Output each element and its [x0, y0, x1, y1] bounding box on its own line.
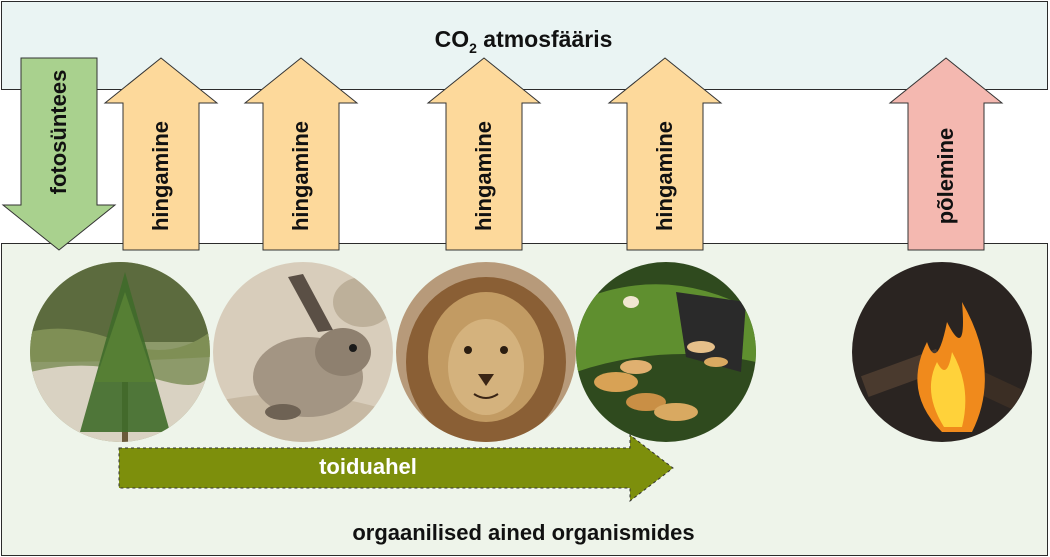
- respiration-label: hingamine: [148, 120, 173, 232]
- respiration-label: hingamine: [471, 120, 496, 232]
- respiration-arrow-rabbit: hingamine: [243, 57, 359, 251]
- respiration-arrow-shape: [103, 57, 219, 251]
- food-chain-arrow: toiduahel: [118, 433, 674, 503]
- photosynthesis-arrow-shape: [1, 57, 117, 251]
- pine-tree-image: [30, 262, 210, 442]
- respiration-arrow-plant: hingamine: [103, 57, 219, 251]
- food-chain-arrow-shape: [118, 433, 674, 503]
- respiration-arrow-lion: hingamine: [426, 57, 542, 251]
- combustion-label: põlemine: [933, 127, 958, 225]
- respiration-arrow-shape: [607, 57, 723, 251]
- respiration-arrow-shape: [243, 57, 359, 251]
- organisms-label: orgaanilised ained organismides: [352, 520, 695, 545]
- respiration-arrow-shape: [426, 57, 542, 251]
- respiration-label: hingamine: [652, 120, 677, 232]
- mushrooms-image: [576, 262, 756, 442]
- combustion-arrow-shape: [888, 57, 1004, 251]
- rabbit-image: [213, 262, 393, 442]
- combustion-arrow: põlemine: [888, 57, 1004, 251]
- photosynthesis-arrow: fotosüntees: [1, 57, 117, 251]
- respiration-arrow-mushrooms: hingamine: [607, 57, 723, 251]
- food-chain-label: toiduahel: [319, 454, 417, 479]
- photosynthesis-label: fotosüntees: [46, 69, 71, 195]
- fire-image: [852, 262, 1032, 442]
- respiration-label: hingamine: [288, 120, 313, 232]
- lion-image: [396, 262, 576, 442]
- atmosphere-label: CO2 atmosfääris: [434, 26, 613, 56]
